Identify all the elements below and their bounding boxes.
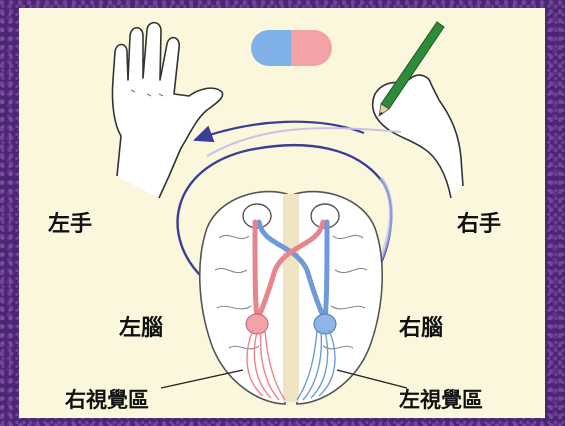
- brain-icon: [200, 192, 382, 404]
- hand-connection-arrows: [195, 122, 401, 156]
- capsule-icon: [251, 30, 332, 66]
- left-visual-area-label: 左視覺區: [399, 384, 483, 414]
- right-hand-label: 右手: [457, 206, 501, 238]
- right-hand-writing-icon: [373, 75, 463, 198]
- right-visual-area-pointer: [161, 370, 243, 388]
- diagram-panel: 左手 右手 左腦 右腦 右視覺區 左視覺區: [19, 8, 545, 418]
- right-brain-label: 右腦: [399, 310, 443, 342]
- left-hand-label: 左手: [48, 206, 92, 238]
- left-hand-icon: [112, 23, 222, 198]
- right-visual-area-label: 右視覺區: [65, 384, 149, 414]
- left-brain-label: 左腦: [119, 310, 163, 342]
